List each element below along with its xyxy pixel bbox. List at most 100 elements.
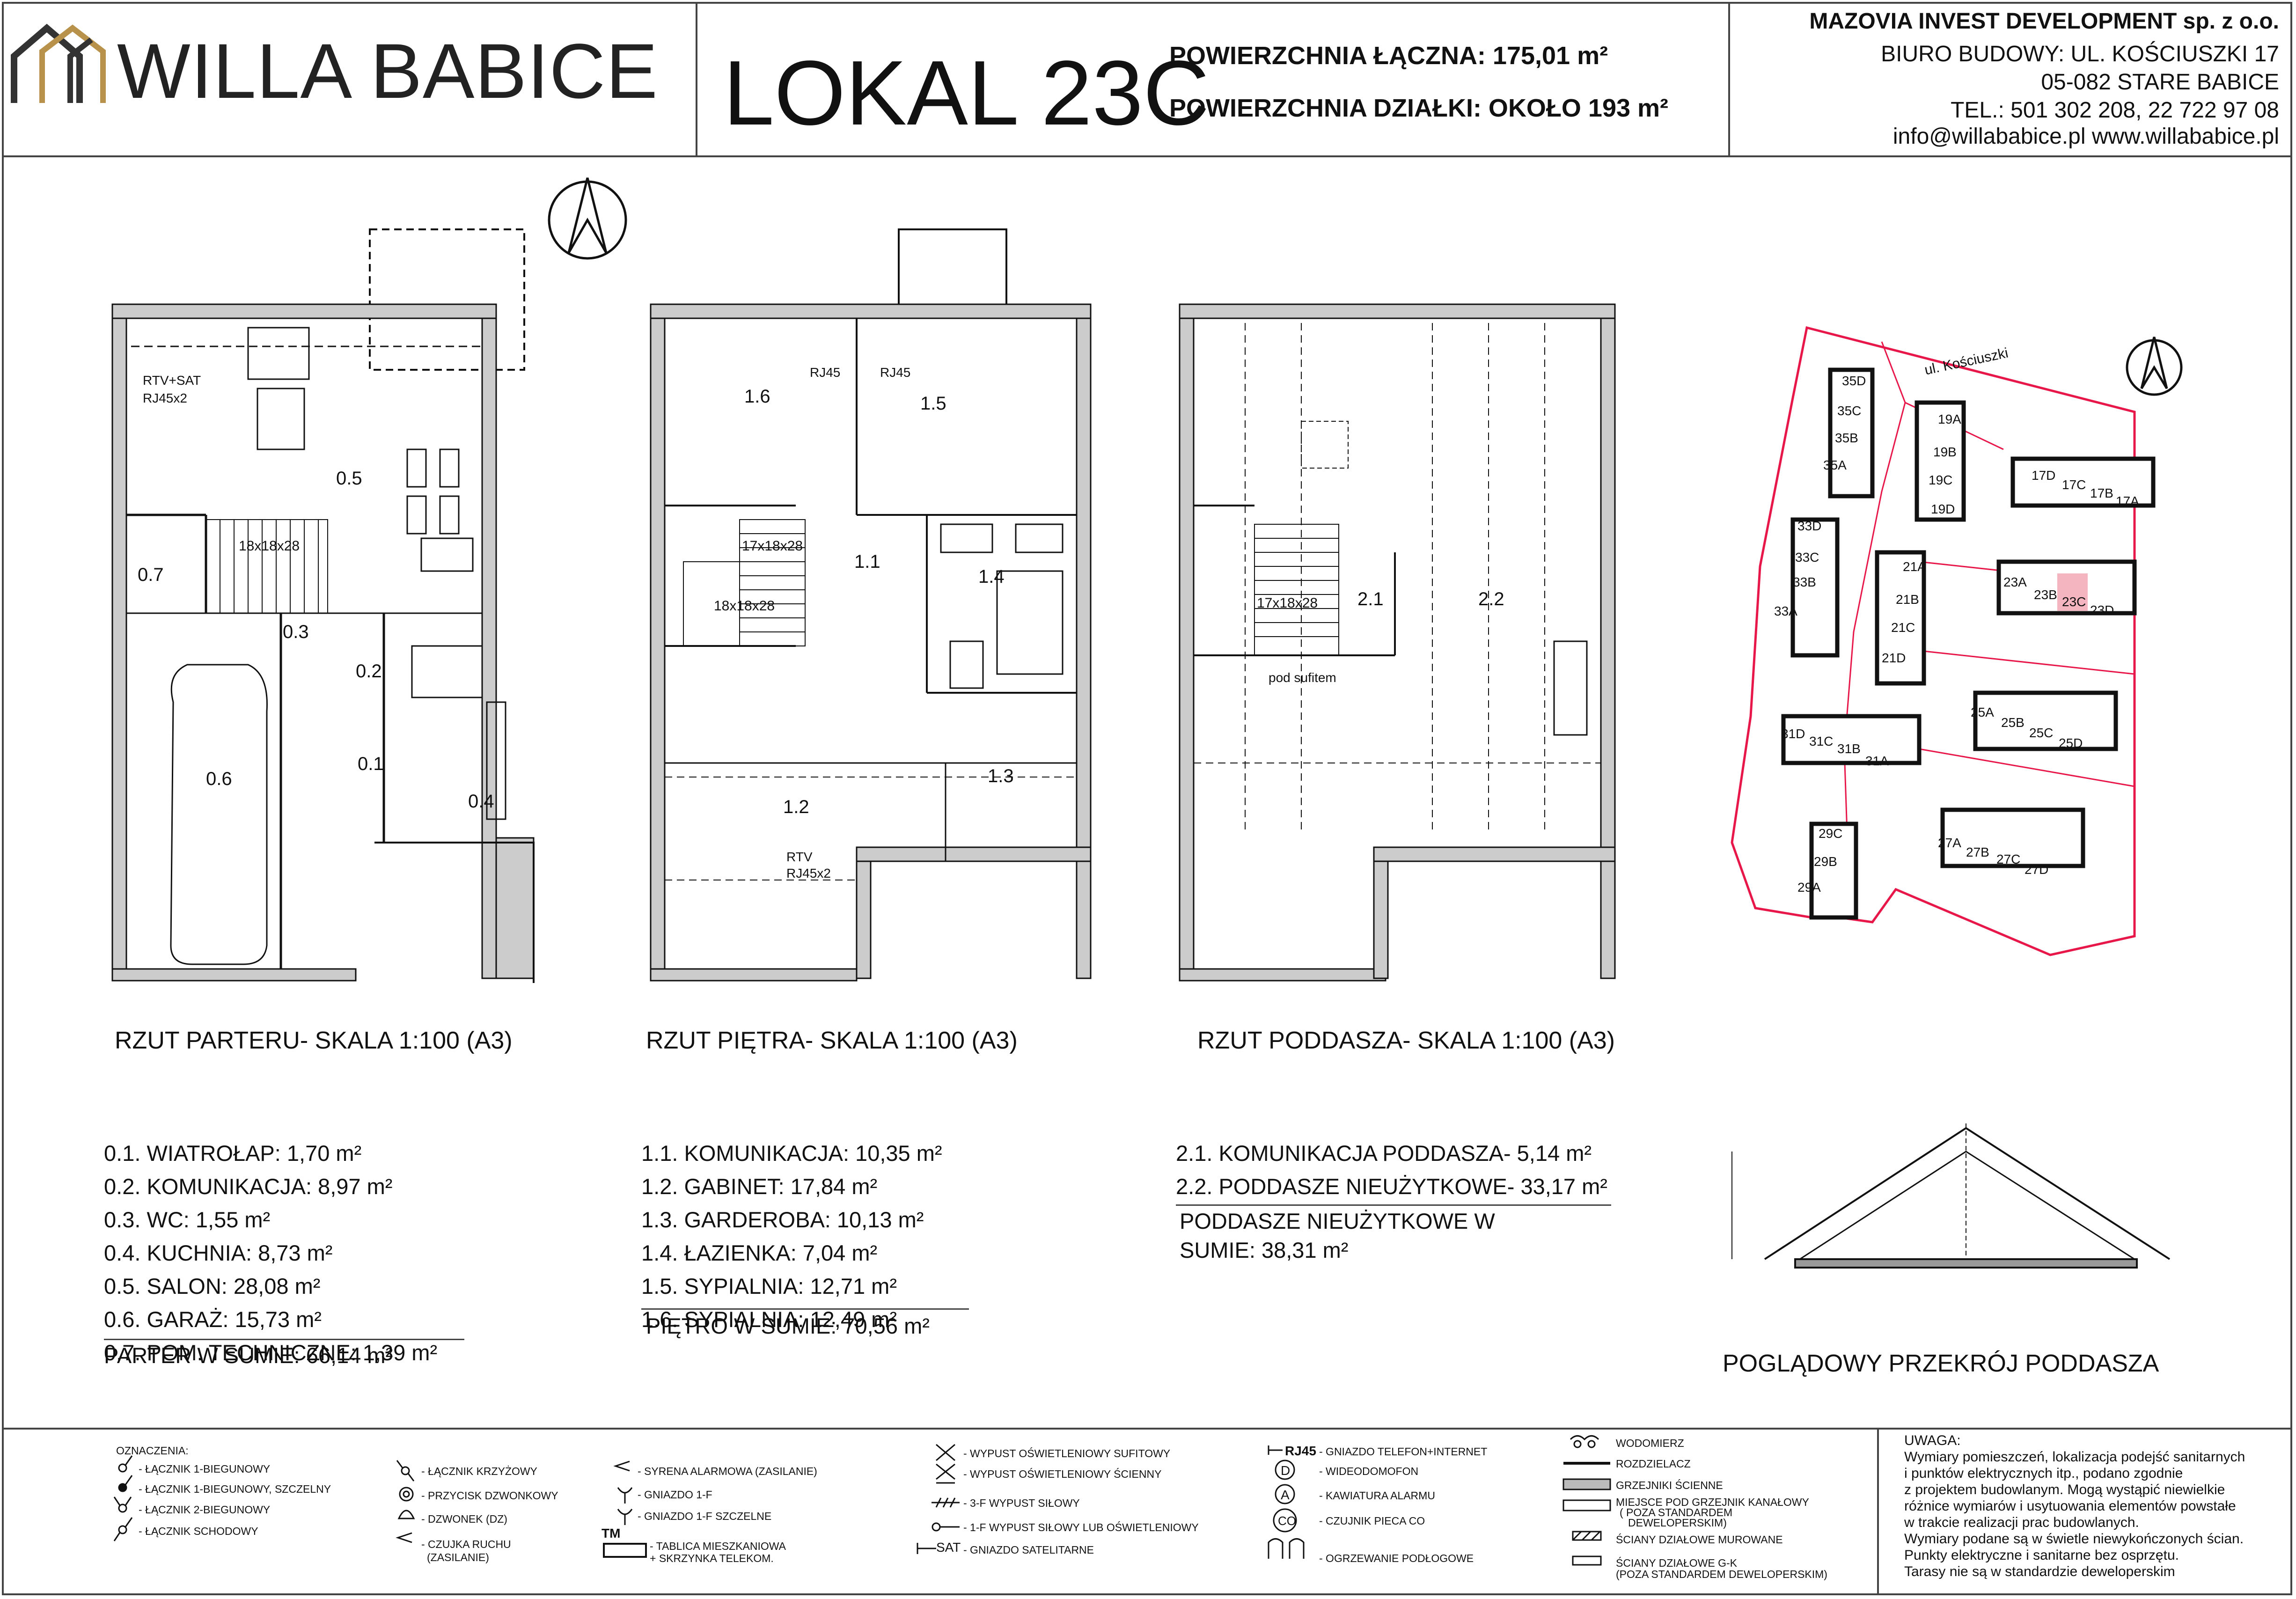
legend-col6-6: ŚCIANY DZIAŁOWE MUROWANE [1616, 1533, 1783, 1546]
plan-label-1-4: 1.4 [978, 566, 1005, 587]
legend-col1-3: - ŁĄCZNIK SCHODOWY [139, 1525, 258, 1537]
plan-label-0-5: 0.5 [336, 468, 362, 489]
legend-col6-7: ŚCIANY DZIAŁOWE G-K [1616, 1557, 1738, 1569]
legend-col2-3: - CZUJKA RUCHU [421, 1538, 511, 1550]
total-area: POWIERZCHNIA ŁĄCZNA: 175,01 m² [1169, 42, 1608, 70]
room-0-3: 0.3. WC: 1,55 m² [104, 1207, 271, 1232]
stairs-label-ground: 18x18x28 [239, 538, 300, 554]
site-unit-25b: 25B [2001, 715, 2025, 730]
site-unit-29c: 29C [1819, 826, 1843, 841]
site-unit-35a: 35A [1823, 458, 1847, 472]
attic-total-rule [1176, 1204, 1611, 1206]
legend-col2-0: - ŁĄCZNIK KRZYŻOWY [421, 1465, 537, 1477]
notes-line-5: Wymiary podane są w świetle niewykończon… [1904, 1531, 2244, 1547]
room-1-1: 1.1. KOMUNIKACJA: 10,35 m² [641, 1141, 942, 1166]
legend-col4-0: - WYPUST OŚWIETLENIOWY SUFITOWY [963, 1447, 1171, 1460]
header-divider-left [696, 2, 697, 156]
rj45-label-a: RJ45 [810, 365, 841, 380]
room-1-2: 1.2. GABINET: 17,84 m² [641, 1174, 878, 1199]
company-name: MAZOVIA INVEST DEVELOPMENT sp. z o.o. [1809, 9, 2279, 34]
site-unit-33a: 33A [1774, 604, 1797, 618]
site-unit-21a: 21A [1903, 559, 1926, 574]
notes-line-2: z projektem budowlanym. Mogą wystąpić ni… [1904, 1482, 2225, 1497]
notes-divider [1877, 1428, 1879, 1595]
site-unit-25d: 25D [2059, 736, 2083, 750]
plan-label-0-1: 0.1 [358, 754, 384, 774]
rj45-label-b: RJ45 [880, 365, 911, 380]
rtv-sat-label: RTV+SAT [143, 373, 201, 388]
legend-col5-1: - WIDEODOMOFON [1319, 1465, 1419, 1477]
plan-label-0-4: 0.4 [468, 791, 494, 812]
plan-label-0-7: 0.7 [138, 565, 164, 585]
site-unit-33d: 33D [1797, 519, 1822, 533]
legend-col5-0: - GNIAZDO TELEFON+INTERNET [1319, 1445, 1488, 1458]
legend-col2-1: - PRZYCISK DZWONKOWY [421, 1489, 558, 1502]
legend-a-symbol: A [1281, 1488, 1290, 1502]
legend-sat-symbol: SAT [936, 1540, 961, 1555]
notes-line-1: i punktów elektrycznych itp., podano zgo… [1904, 1466, 2183, 1481]
company-contact: info@willababice.pl www.willababice.pl [1893, 124, 2279, 149]
legend-col6-2: GRZEJNIKI ŚCIENNE [1616, 1479, 1723, 1491]
first-room-list: 1.1. KOMUNIKACJA: 10,35 m² 1.2. GABINET:… [641, 1137, 942, 1336]
legend-col3-1: - GNIAZDO 1-F [638, 1489, 712, 1501]
rtv-label: RTV [786, 850, 813, 864]
section-caption: POGLĄDOWY PRZEKRÓJ PODDASZA [1723, 1350, 2159, 1377]
legend-co-symbol: CO [1278, 1514, 1296, 1528]
site-unit-17a: 17A [2116, 494, 2139, 508]
legend-title: OZNACZENIA: [116, 1445, 189, 1457]
first-plan-caption: RZUT PIĘTRA- SKALA 1:100 (A3) [646, 1027, 1018, 1054]
site-unit-19c: 19C [1929, 473, 1953, 487]
room-2-1: 2.1. KOMUNIKACJA PODDASZA- 5,14 m² [1176, 1141, 1592, 1166]
legend-col4-4: - GNIAZDO SATELITARNE [963, 1544, 1094, 1556]
legend-col3-3: - TABLICA MIESZKANIOWA [650, 1540, 786, 1552]
site-unit-19d: 19D [1931, 502, 1955, 516]
notes-title: UWAGA: [1904, 1433, 1961, 1448]
legend-col2-4: (ZASILANIE) [427, 1551, 489, 1563]
site-unit-31a: 31A [1865, 754, 1889, 768]
site-unit-35d: 35D [1842, 374, 1866, 388]
notes-line-0: Wymiary pomieszczeń, lokalizacja podejść… [1904, 1449, 2245, 1465]
legend-col4-2: - 3-F WYPUST SIŁOWY [963, 1497, 1080, 1509]
room-2-2: 2.2. PODDASZE NIEUŻYTKOWE- 33,17 m² [1176, 1174, 1607, 1199]
site-unit-27c: 27C [1996, 852, 2021, 866]
legend-col6-4: ( POZA STANDARDEM [1620, 1506, 1733, 1518]
first-total: PIĘTRO W SUMIE: 70,56 m² [646, 1313, 930, 1338]
site-unit-17c: 17C [2062, 477, 2086, 492]
site-unit-21d: 21D [1882, 651, 1906, 665]
attic-room-list: 2.1. KOMUNIKACJA PODDASZA- 5,14 m² 2.2. … [1176, 1137, 1607, 1203]
site-unit-31b: 31B [1837, 741, 1861, 756]
site-unit-29b: 29B [1814, 854, 1837, 869]
site-unit-27d: 27D [2025, 862, 2049, 877]
legend-col4-1: - WYPUST OŚWIETLENIOWY ŚCIENNY [963, 1468, 1162, 1480]
site-unit-21b: 21B [1896, 592, 1919, 607]
site-unit-35b: 35B [1835, 431, 1858, 445]
site-unit-31c: 31C [1809, 734, 1834, 748]
site-unit-27a: 27A [1938, 836, 1961, 850]
room-0-5: 0.5. SALON: 28,08 m² [104, 1274, 321, 1298]
pod-sufitem-label: pod sufitem [1269, 670, 1336, 685]
plan-label-1-3: 1.3 [988, 766, 1014, 786]
header-divider-right [1728, 2, 1730, 156]
legend-rj45-symbol: RJ45 [1285, 1444, 1316, 1458]
legend-col3-4: + SKRZYNKA TELEKOM. [650, 1552, 774, 1564]
plan-label-1-1: 1.1 [854, 551, 880, 572]
ground-total: PARTER W SUMIE: 66,14 m² [104, 1343, 393, 1368]
plot-area: POWIERZCHNIA DZIAŁKI: OKOŁO 193 m² [1169, 94, 1669, 122]
site-unit-21c: 21C [1891, 620, 1915, 635]
notes-line-3: różnice wymiarów i usytuowania elementów… [1904, 1498, 2236, 1514]
ground-plan-caption: RZUT PARTERU- SKALA 1:100 (A3) [115, 1027, 513, 1054]
plan-label-1-5: 1.5 [920, 393, 946, 414]
site-unit-23c: 23C [2062, 594, 2086, 609]
site-unit-25a: 25A [1971, 705, 1994, 719]
stairs-label-first-b: 18x18x28 [714, 598, 775, 614]
site-unit-27b: 27B [1966, 845, 1989, 859]
legend-tm-symbol: TM [602, 1526, 621, 1540]
room-1-4: 1.4. ŁAZIENKA: 7,04 m² [641, 1240, 878, 1265]
legend-col3-0: - SYRENA ALARMOWA (ZASILANIE) [638, 1465, 817, 1477]
site-unit-33c: 33C [1795, 550, 1819, 565]
office-address: BIURO BUDOWY: UL. KOŚCIUSZKI 17 [1881, 42, 2279, 66]
legend-col2-2: - DZWONEK (DZ) [421, 1513, 507, 1525]
site-unit-33b: 33B [1793, 575, 1816, 589]
room-0-7: 0.7. POM. TECHNICZNE: 1,39 m² [104, 1340, 438, 1365]
